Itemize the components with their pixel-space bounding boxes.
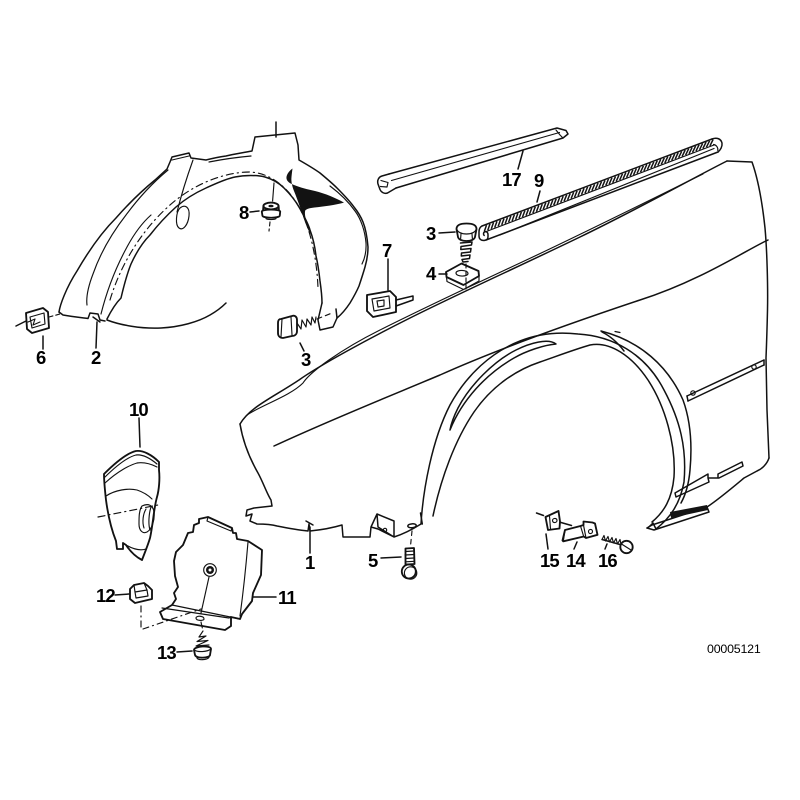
svg-text:10: 10 <box>129 399 148 420</box>
svg-text:16: 16 <box>598 550 617 571</box>
svg-text:3: 3 <box>426 223 436 244</box>
svg-text:13: 13 <box>157 642 176 663</box>
svg-text:7: 7 <box>382 240 392 261</box>
svg-text:11: 11 <box>278 587 296 608</box>
svg-text:12: 12 <box>96 585 115 606</box>
svg-text:1: 1 <box>305 552 315 573</box>
svg-text:14: 14 <box>566 550 586 571</box>
svg-text:6: 6 <box>36 347 46 368</box>
svg-text:8: 8 <box>239 202 249 223</box>
svg-text:5: 5 <box>368 550 378 571</box>
svg-text:9: 9 <box>534 170 544 191</box>
svg-text:17: 17 <box>502 169 521 190</box>
svg-text:00005121: 00005121 <box>707 642 761 656</box>
svg-text:3: 3 <box>301 349 311 370</box>
svg-text:4: 4 <box>426 263 437 284</box>
svg-text:2: 2 <box>91 347 101 368</box>
svg-text:15: 15 <box>540 550 559 571</box>
